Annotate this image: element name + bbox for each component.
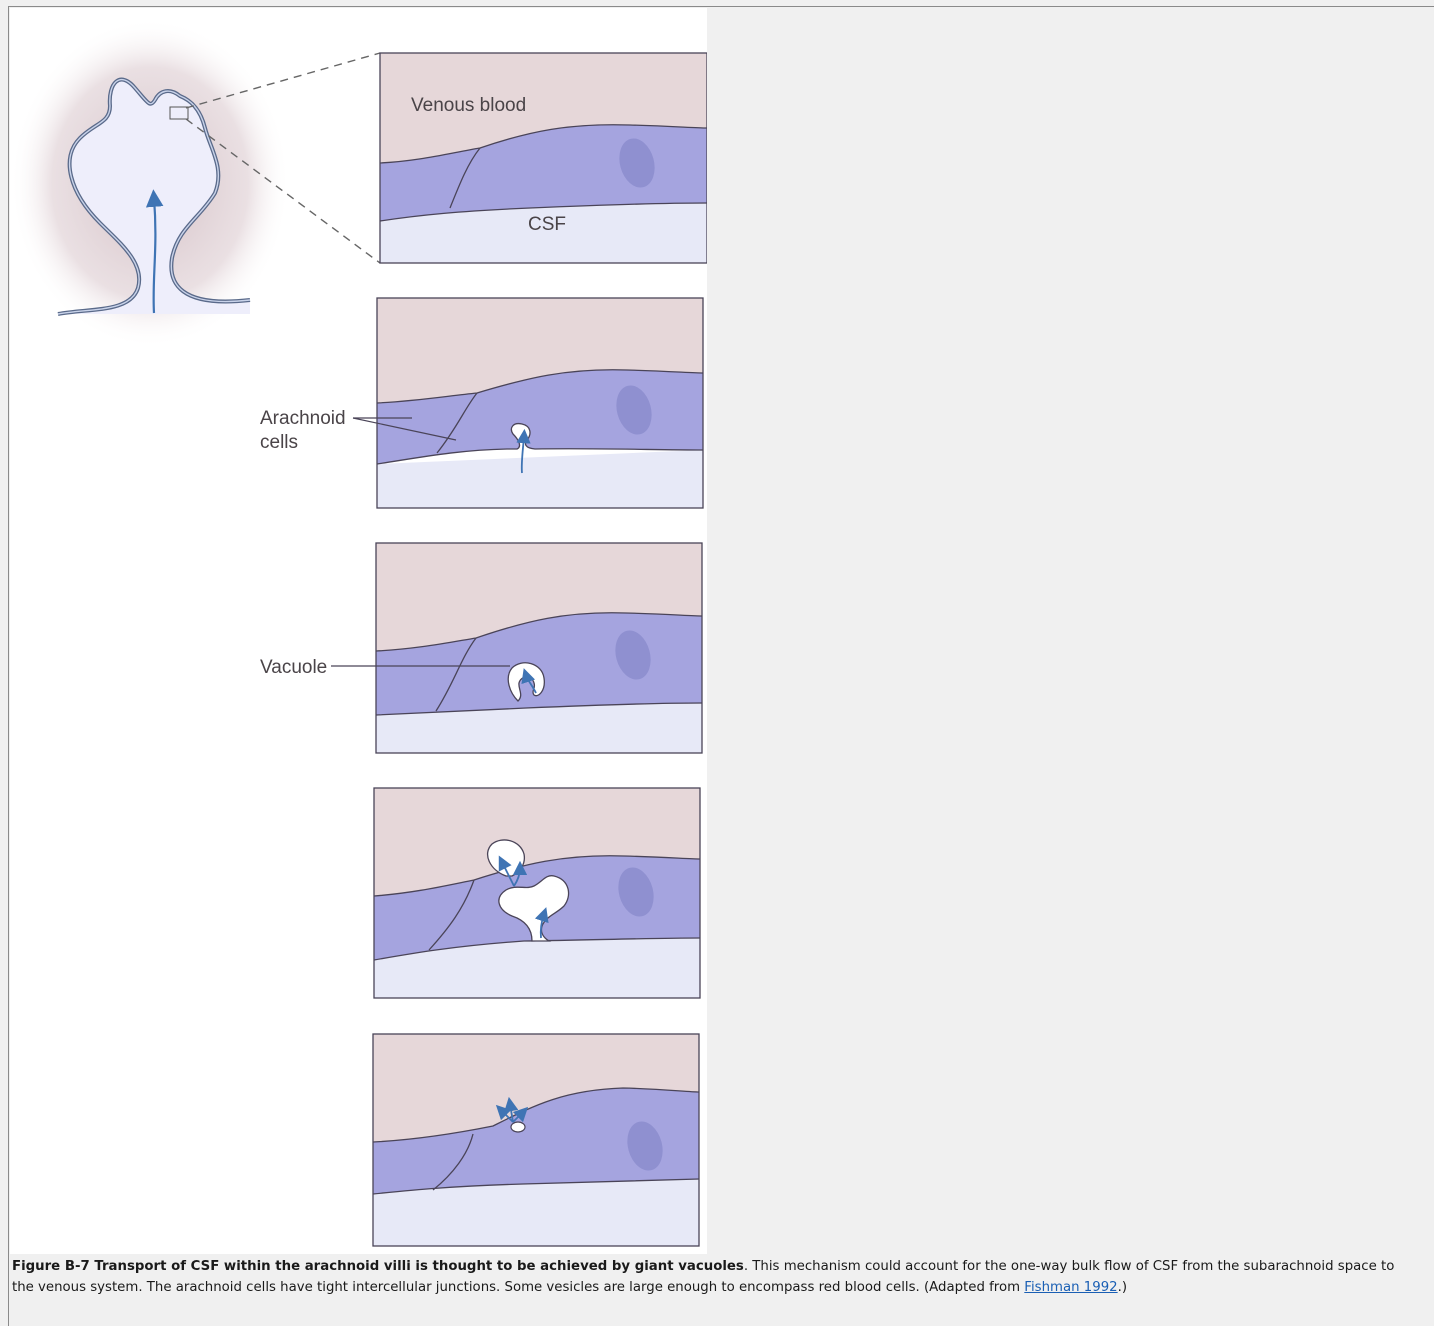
panel-5 [373, 1034, 699, 1246]
panel-1: Venous blood CSF [380, 53, 707, 263]
panel-2 [377, 298, 703, 508]
caption-title: Figure B-7 Transport of CSF within the a… [12, 1259, 744, 1274]
arachnoid-label-line1: Arachnoid [260, 408, 346, 429]
arachnoid-villus-overview [10, 18, 380, 348]
figure-image: Venous blood CSF Arachnoid cells Vacuole [10, 8, 707, 1254]
fishman-1992-link[interactable]: Fishman 1992 [1024, 1280, 1117, 1295]
venous-blood-label: Venous blood [411, 95, 526, 116]
figure-caption: Figure B-7 Transport of CSF within the a… [12, 1256, 1420, 1298]
panel-4 [374, 788, 700, 998]
vacuole-label: Vacuole [260, 657, 327, 678]
arachnoid-label-line2: cells [260, 432, 298, 453]
panel-3 [376, 543, 702, 753]
csf-label: CSF [528, 214, 566, 235]
caption-tail: .) [1118, 1280, 1127, 1295]
